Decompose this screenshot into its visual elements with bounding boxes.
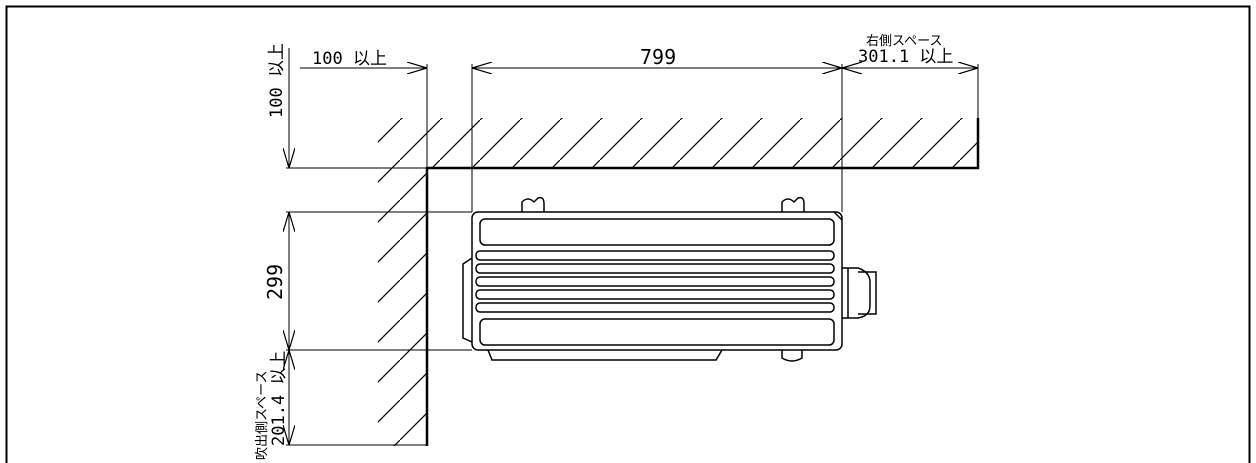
unit-front-grille (487, 349, 723, 361)
dim-text-outlet-space-title: 吹出側スペース (255, 371, 270, 460)
dim-text-outlet-space-value: 201.4 以上 (269, 351, 289, 446)
wall-hatching (378, 118, 980, 446)
outdoor-unit (462, 196, 877, 362)
unit-fin-bar-5 (475, 302, 835, 313)
dim-text-right-space-value: 301.1 以上 (858, 47, 953, 67)
unit-service-valve (842, 267, 871, 319)
unit-left-bump (462, 257, 473, 343)
unit-valve-cap (858, 271, 877, 315)
unit-fin-panel-top (479, 218, 835, 246)
dim-text-unit-width: 799 (640, 45, 676, 69)
dim-text-top-clearance: 100 以上 (267, 43, 287, 118)
unit-fin-bar-2 (475, 263, 835, 274)
top-wall-hatch (378, 118, 978, 167)
unit-fin-bar-1 (475, 250, 835, 261)
drawing-frame (5, 5, 1251, 463)
unit-body (471, 211, 843, 351)
left-wall-hatch (378, 167, 427, 446)
dim-text-top-left-clearance: 100 以上 (312, 49, 387, 69)
extension-lines (286, 64, 979, 446)
unit-foot-bottom (781, 350, 803, 362)
dim-text-unit-depth: 299 (263, 264, 287, 300)
unit-foot-right (781, 196, 805, 212)
dim-text-right-space-title: 右側スペース (866, 34, 942, 49)
wall-face-line (425, 118, 980, 446)
unit-fin-bar-3 (475, 276, 835, 287)
unit-fin-panel-bottom (479, 318, 835, 346)
unit-foot-left (521, 196, 545, 212)
unit-fin-bar-4 (475, 289, 835, 300)
